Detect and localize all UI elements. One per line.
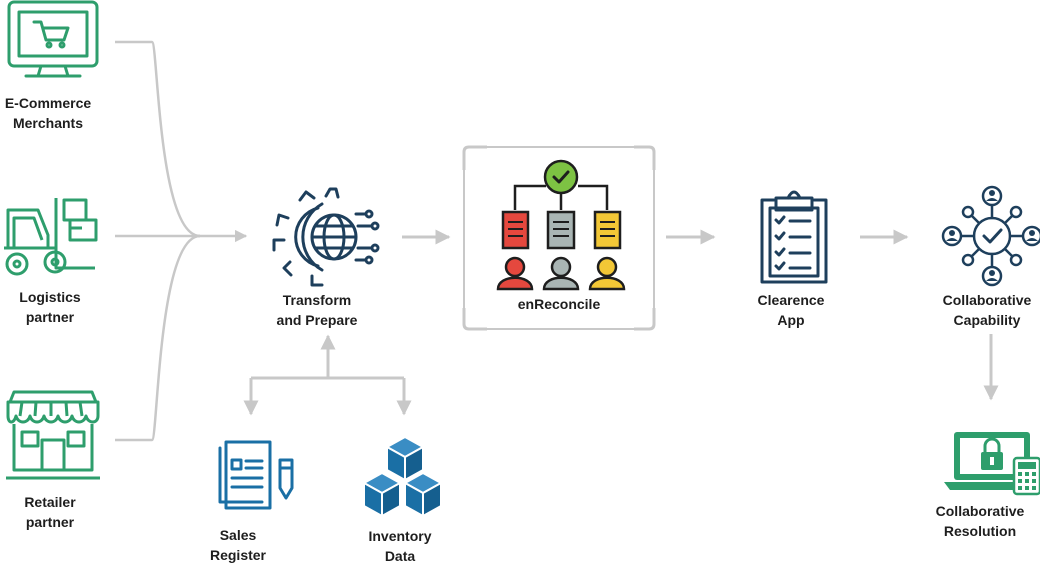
globe-gear-icon bbox=[272, 187, 380, 287]
clearence-app-label: Clearence App bbox=[736, 290, 846, 330]
org-chart-people-icon bbox=[496, 159, 626, 291]
retailer-partner-label: Retailer partner bbox=[0, 492, 100, 532]
merge-connectors bbox=[115, 40, 248, 442]
sales-register-label: Sales Register bbox=[192, 525, 284, 565]
label-line: Logistics bbox=[19, 289, 81, 305]
collaborative-capability-label: Collaborative Capability bbox=[928, 290, 1040, 330]
label-line: partner bbox=[25, 309, 75, 325]
ecommerce-merchants-label: E-Commerce Merchants bbox=[0, 93, 96, 133]
boxes-icon bbox=[363, 436, 442, 517]
label-line: Capability bbox=[953, 312, 1021, 328]
inventory-data-label: Inventory Data bbox=[350, 526, 450, 566]
shopping-cart-monitor-icon bbox=[7, 0, 99, 78]
label-line: Sales bbox=[219, 527, 257, 543]
label-line: Merchants bbox=[12, 115, 84, 131]
laptop-lock-icon bbox=[944, 432, 1040, 496]
label-line: and Prepare bbox=[276, 312, 358, 328]
label-line: Data bbox=[384, 548, 416, 564]
document-pencil-icon bbox=[218, 440, 294, 510]
logistics-partner-label: Logistics partner bbox=[0, 287, 100, 327]
label-line: Collaborative bbox=[935, 503, 1025, 519]
label-line: Inventory bbox=[368, 528, 432, 544]
label-line: enReconcile bbox=[517, 296, 601, 312]
label-line: Retailer bbox=[24, 494, 76, 510]
clipboard-checklist-icon bbox=[760, 190, 828, 284]
flow-arrows bbox=[243, 229, 999, 416]
reconcile-box bbox=[462, 145, 656, 331]
label-line: Transform bbox=[282, 292, 352, 308]
label-line: Collaborative bbox=[942, 292, 1032, 308]
label-line: Resolution bbox=[943, 523, 1017, 539]
label-line: E-Commerce bbox=[4, 95, 92, 111]
network-people-icon bbox=[941, 185, 1040, 287]
collaborative-resolution-label: Collaborative Resolution bbox=[922, 501, 1038, 541]
label-line: Register bbox=[209, 547, 267, 563]
storefront-icon bbox=[6, 390, 100, 480]
forklift-icon bbox=[4, 198, 98, 276]
transform-prepare-label: Transform and Prepare bbox=[256, 290, 378, 330]
enreconcile-label: enReconcile bbox=[494, 294, 624, 314]
label-line: Clearence bbox=[757, 292, 825, 308]
label-line: partner bbox=[25, 514, 75, 530]
label-line: App bbox=[777, 312, 805, 328]
